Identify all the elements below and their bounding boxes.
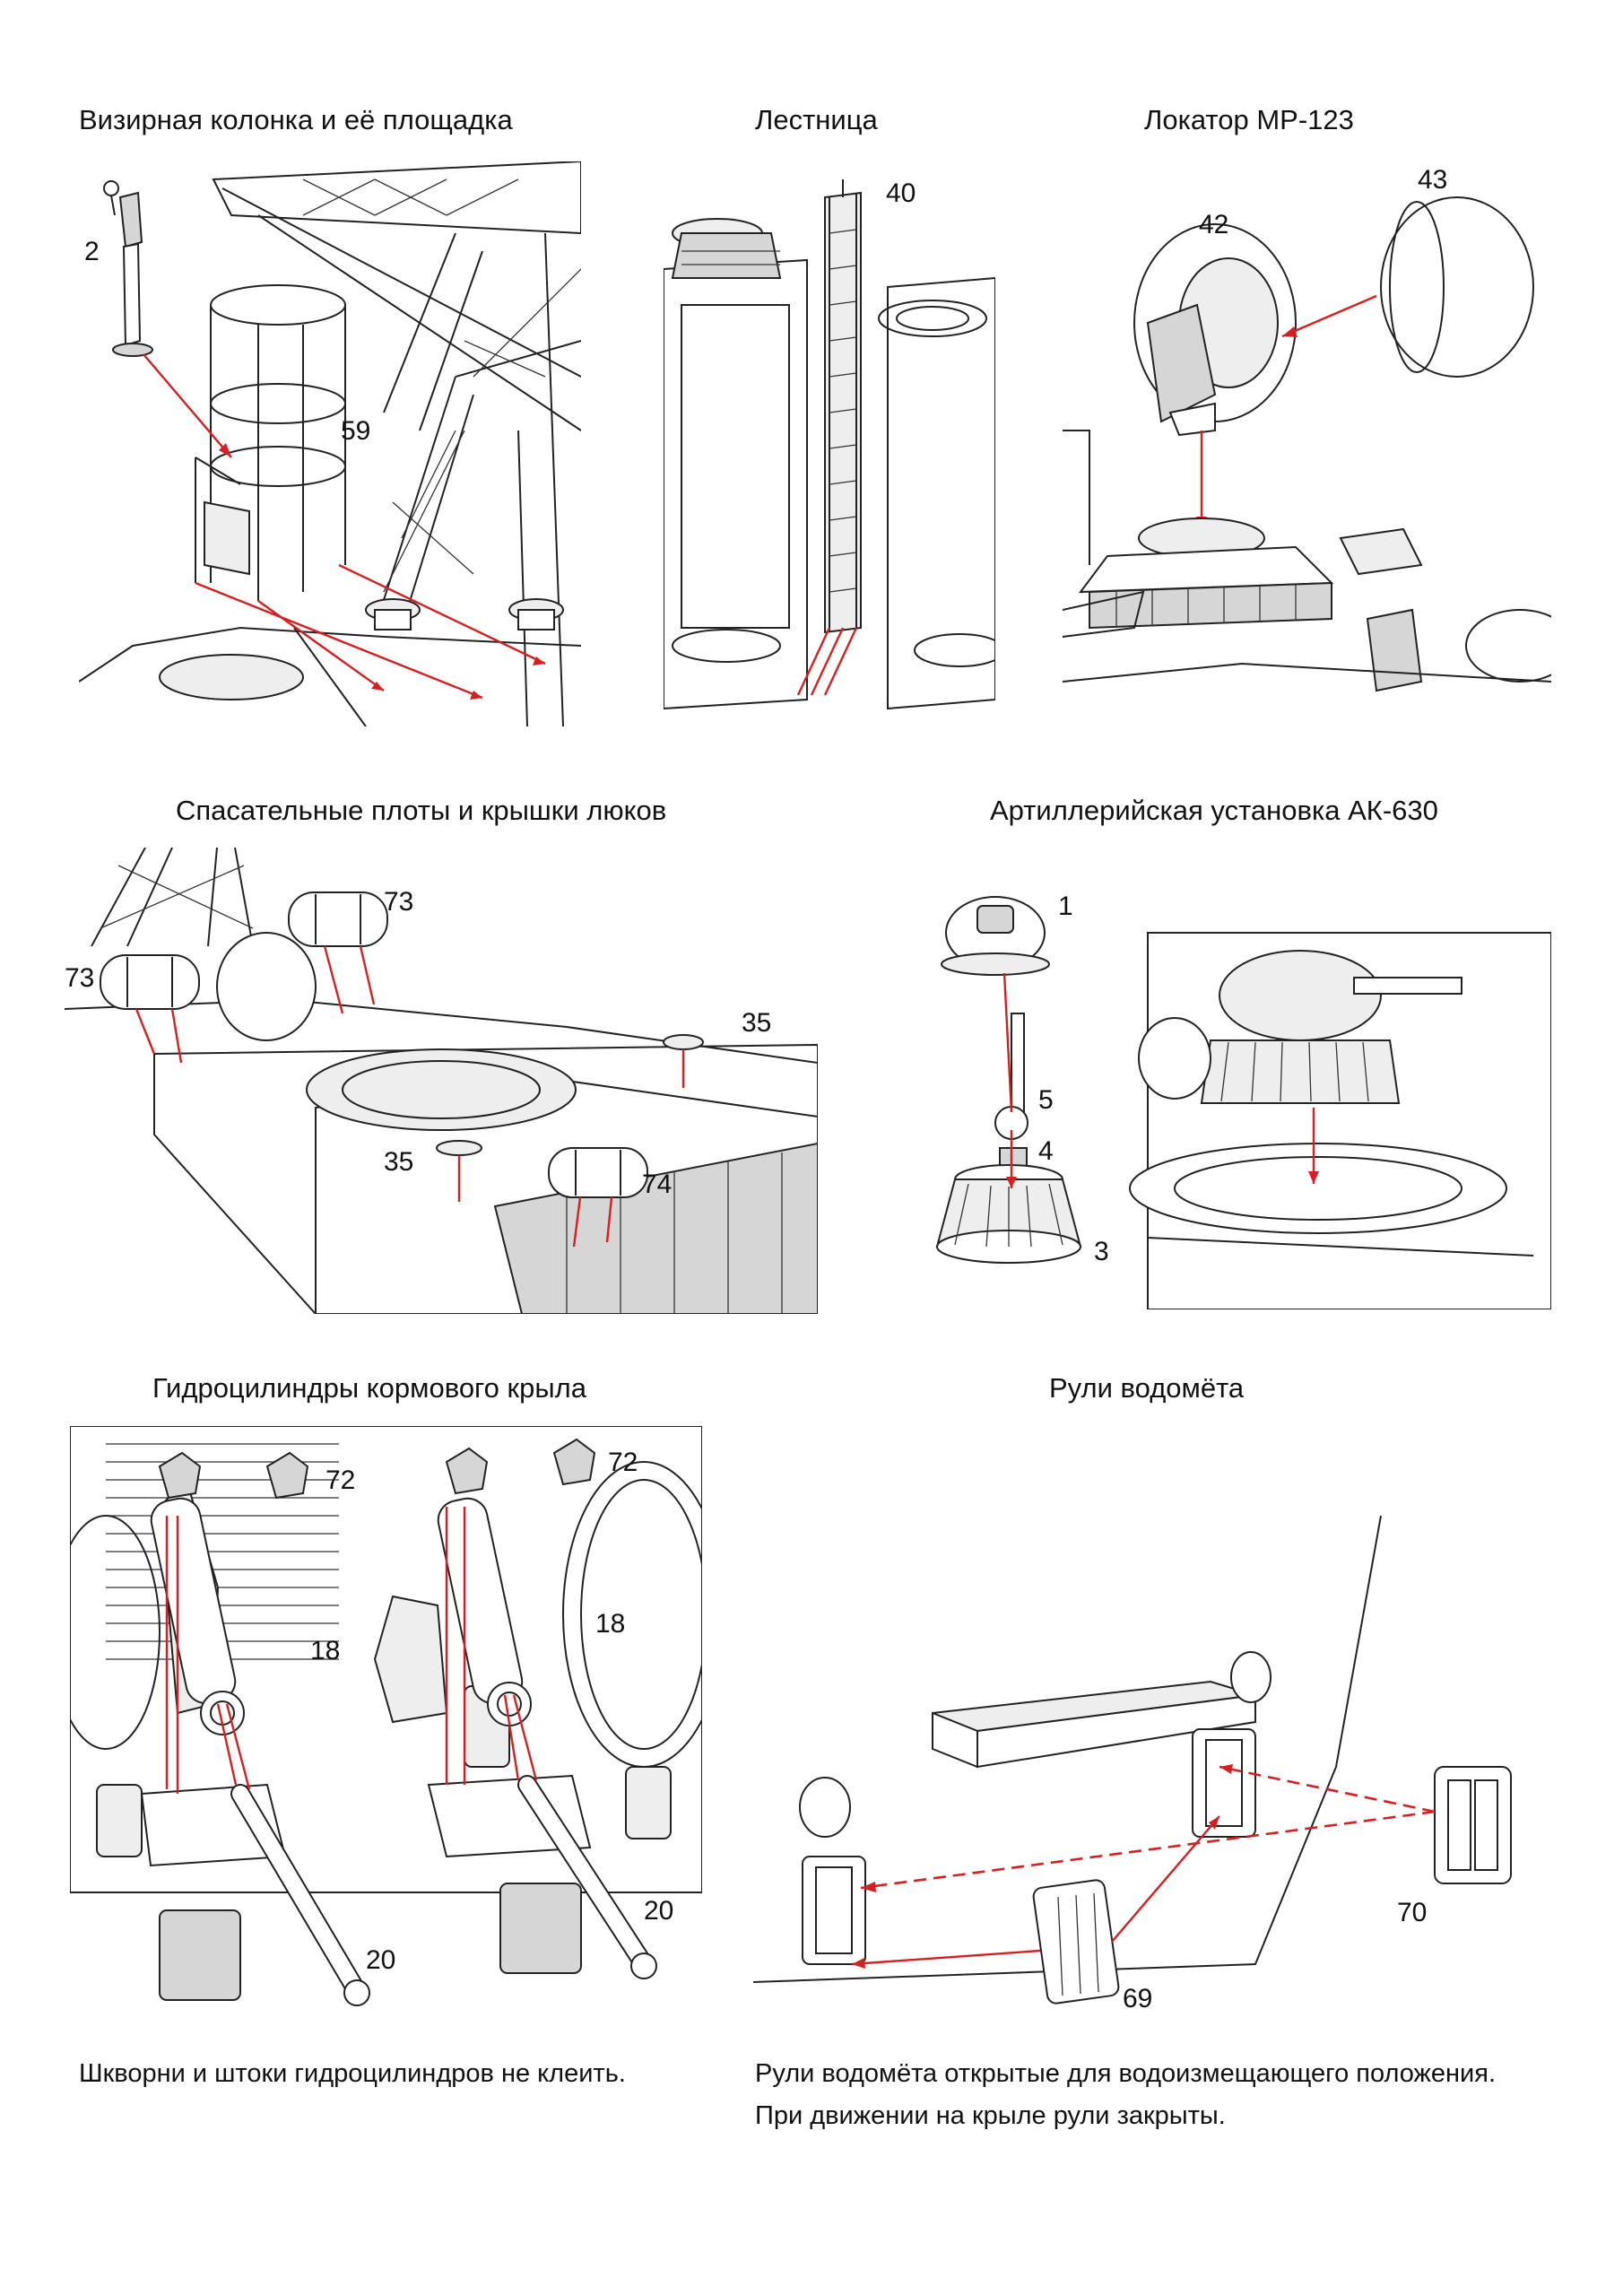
gun-turret-part [941, 896, 1050, 976]
assembly-arrow [359, 945, 376, 1005]
gun-barrel-part [994, 1013, 1028, 1140]
locator-title: Локатор МР-123 [1144, 104, 1354, 135]
assembly-arrow [810, 627, 845, 696]
assembly-arrow [605, 1196, 613, 1243]
rafts-title: Спасательные плоты и крышки люков [176, 795, 667, 826]
assembly-arrow [257, 600, 385, 691]
piston-rod [230, 1784, 370, 2006]
hydraulics-note: Шкворни и штоки гидроцилиндров не клеить… [79, 2059, 626, 2088]
radar-dish-part [1133, 223, 1297, 437]
sight-column-part [103, 180, 153, 357]
callout-5: 5 [1038, 1085, 1054, 1115]
waterjet-housing [932, 1651, 1271, 1769]
gun-diagram: 1 5 4 3 [906, 879, 1551, 1309]
callout-35b: 35 [384, 1147, 413, 1177]
callout-74: 74 [642, 1170, 672, 1199]
callout-20a: 20 [366, 1945, 395, 1975]
assembly-arrow-dashed [860, 1810, 1436, 1890]
piston-rod [517, 1775, 657, 1979]
assembly-arrow [1111, 1815, 1220, 1943]
gun-installed [1129, 932, 1551, 1309]
assembly-arrow [512, 1694, 538, 1781]
rudder-part-70 [1434, 1766, 1512, 1884]
gun-title: Артиллерийская установка АК-630 [990, 795, 1438, 826]
assembly-arrow [572, 1196, 582, 1248]
callout-73a: 73 [384, 887, 413, 917]
callout-3: 3 [1094, 1237, 1109, 1266]
assembly-arrow [823, 627, 858, 696]
deck-edge [79, 626, 581, 683]
deck-line [293, 627, 367, 726]
hydraulics-title: Гидроцилиндры кормового крыла [152, 1372, 586, 1404]
callout-69: 69 [1123, 1984, 1152, 2013]
callout-70: 70 [1397, 1898, 1427, 1927]
rudders-note-line1: Рули водомёта открытые для водоизмещающе… [755, 2059, 1497, 2088]
callout-18b: 18 [595, 1609, 625, 1639]
callout-42: 42 [1199, 210, 1228, 239]
rudder-part-69 [1032, 1879, 1120, 2005]
callout-2: 2 [84, 237, 100, 266]
callout-43: 43 [1418, 165, 1447, 195]
callout-73b: 73 [65, 963, 94, 993]
assembly-arrow [503, 1694, 520, 1781]
rudder-frame-installed [1192, 1728, 1256, 1838]
mount-brackets [159, 1883, 582, 2001]
sight-column-diagram: 2 59 [79, 161, 581, 726]
assembly-arrow [338, 563, 546, 665]
assembly-arrow [225, 1703, 251, 1790]
callout-59: 59 [341, 416, 370, 446]
gun-base-part [935, 1164, 1082, 1264]
bollard-base [374, 609, 412, 631]
radar-base [1063, 430, 1551, 692]
sight-column-title: Визирная колонка и её площадка [79, 104, 513, 135]
callout-72a: 72 [325, 1465, 355, 1495]
callout-1: 1 [1058, 891, 1073, 921]
assembly-arrow [135, 1008, 156, 1055]
assembly-arrow [1002, 972, 1013, 1113]
bollard-base [517, 609, 555, 631]
radar-cover [216, 932, 317, 1041]
assembly-arrow-dashed [1219, 1765, 1436, 1813]
life-raft [288, 891, 388, 947]
callout-72b: 72 [608, 1448, 638, 1477]
hydraulics-diagram: 72 72 18 18 20 20 [70, 1426, 702, 2045]
assembly-arrow [851, 1949, 1041, 1966]
assembly-arrow [143, 353, 232, 458]
callout-35a: 35 [742, 1008, 771, 1038]
assembly-arrow [170, 1008, 183, 1064]
platform-cage [195, 284, 346, 601]
rudder-frame-left [799, 1777, 866, 1965]
assembly-arrow [323, 945, 344, 1014]
lattice-mast [212, 161, 581, 726]
assembly-arrow [216, 1703, 238, 1786]
deck-dome [159, 654, 304, 700]
ladder-diagram: 40 [664, 161, 995, 726]
hatch-cover-part [436, 1140, 482, 1156]
callout-18a: 18 [310, 1636, 340, 1665]
ladder-part [824, 179, 862, 634]
rudders-diagram: 70 69 [753, 1498, 1542, 2018]
callout-4: 4 [1038, 1136, 1054, 1166]
life-raft [548, 1147, 648, 1198]
radar-cover-part [1380, 196, 1534, 378]
assembly-arrow [796, 627, 831, 696]
hull-line [753, 1515, 1382, 1983]
hydraulic-cylinder [150, 1451, 309, 1735]
rafts-diagram: 73 73 35 35 74 [65, 848, 818, 1314]
rudders-title: Рули водомёта [1049, 1372, 1245, 1404]
assembly-arrow [1281, 294, 1377, 338]
superstructure [664, 218, 995, 710]
assembly-arrow [195, 581, 483, 700]
locator-diagram: 42 43 [1063, 161, 1551, 726]
callout-20b: 20 [644, 1896, 673, 1926]
rudders-note-line2: При движении на крыле рули закрыты. [755, 2101, 1226, 2130]
hatch-cover-part [663, 1034, 704, 1050]
ladder-title: Лестница [755, 104, 878, 135]
lattice-mast [91, 848, 254, 947]
life-raft [100, 954, 200, 1010]
callout-40: 40 [886, 178, 916, 208]
